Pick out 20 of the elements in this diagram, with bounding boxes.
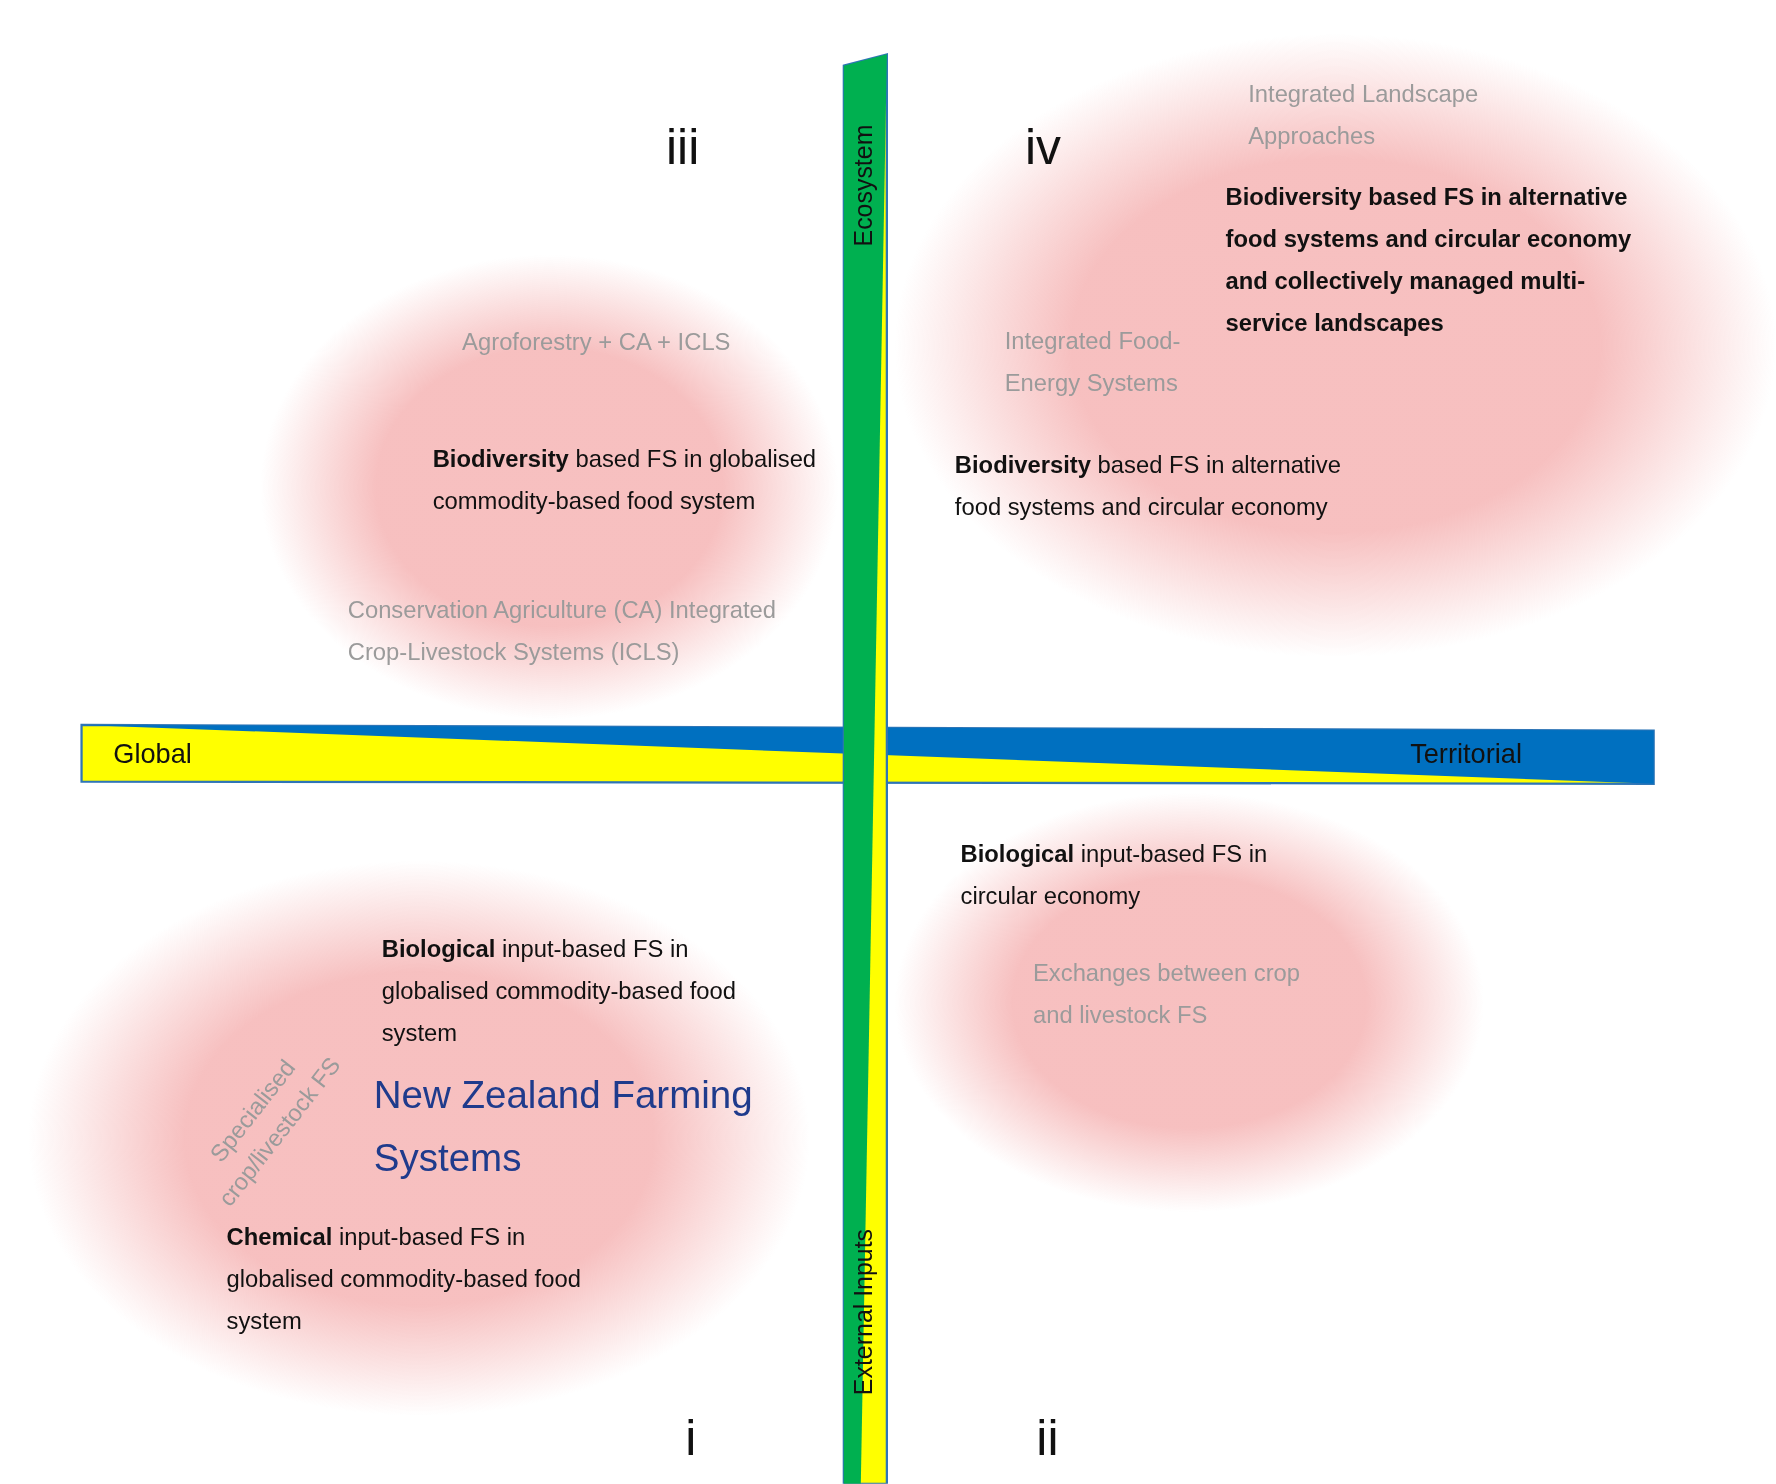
quadrant-numeral: iii xyxy=(666,118,700,176)
region-label: Conservation Agriculture (CA) Integrated Crop-Livestock Systems (ICLS) xyxy=(347,595,778,667)
region-label: Agroforestry + CA + ICLS xyxy=(462,327,732,357)
region-label: Biodiversity based FS in alternative food systems and circular economy xyxy=(954,450,1342,522)
region-label: Biodiversity based FS in alternative food systems and circular economy and collectively managed multi-service landscapes xyxy=(1225,182,1633,338)
quadrant-numeral: iv xyxy=(1025,118,1062,176)
axis-label: Ecosystem xyxy=(849,124,879,247)
quadrant-numeral: i xyxy=(685,1410,697,1467)
quadrant-numeral: ii xyxy=(1036,1410,1059,1467)
region-label: Biological input-based FS in globalised commodity-based food system xyxy=(381,934,738,1048)
axis-label: External Inputs xyxy=(849,1228,879,1396)
region-label: Chemical input-based FS in globalised commodity-based food system xyxy=(226,1222,582,1336)
region-label: Biodiversity based FS in globalised commodity-based food system xyxy=(432,444,818,516)
axis-label: Territorial xyxy=(1410,738,1522,771)
region-label: Exchanges between crop and livestock FS xyxy=(1033,958,1302,1030)
region-label: Integrated Food-Energy Systems xyxy=(1004,326,1182,398)
region-label: Biological input-based FS in circular economy xyxy=(960,839,1269,911)
region-label: New Zealand Farming Systems xyxy=(373,1071,754,1182)
region-label: Integrated Landscape Approaches xyxy=(1248,79,1480,151)
axis-label: Global xyxy=(113,738,192,771)
